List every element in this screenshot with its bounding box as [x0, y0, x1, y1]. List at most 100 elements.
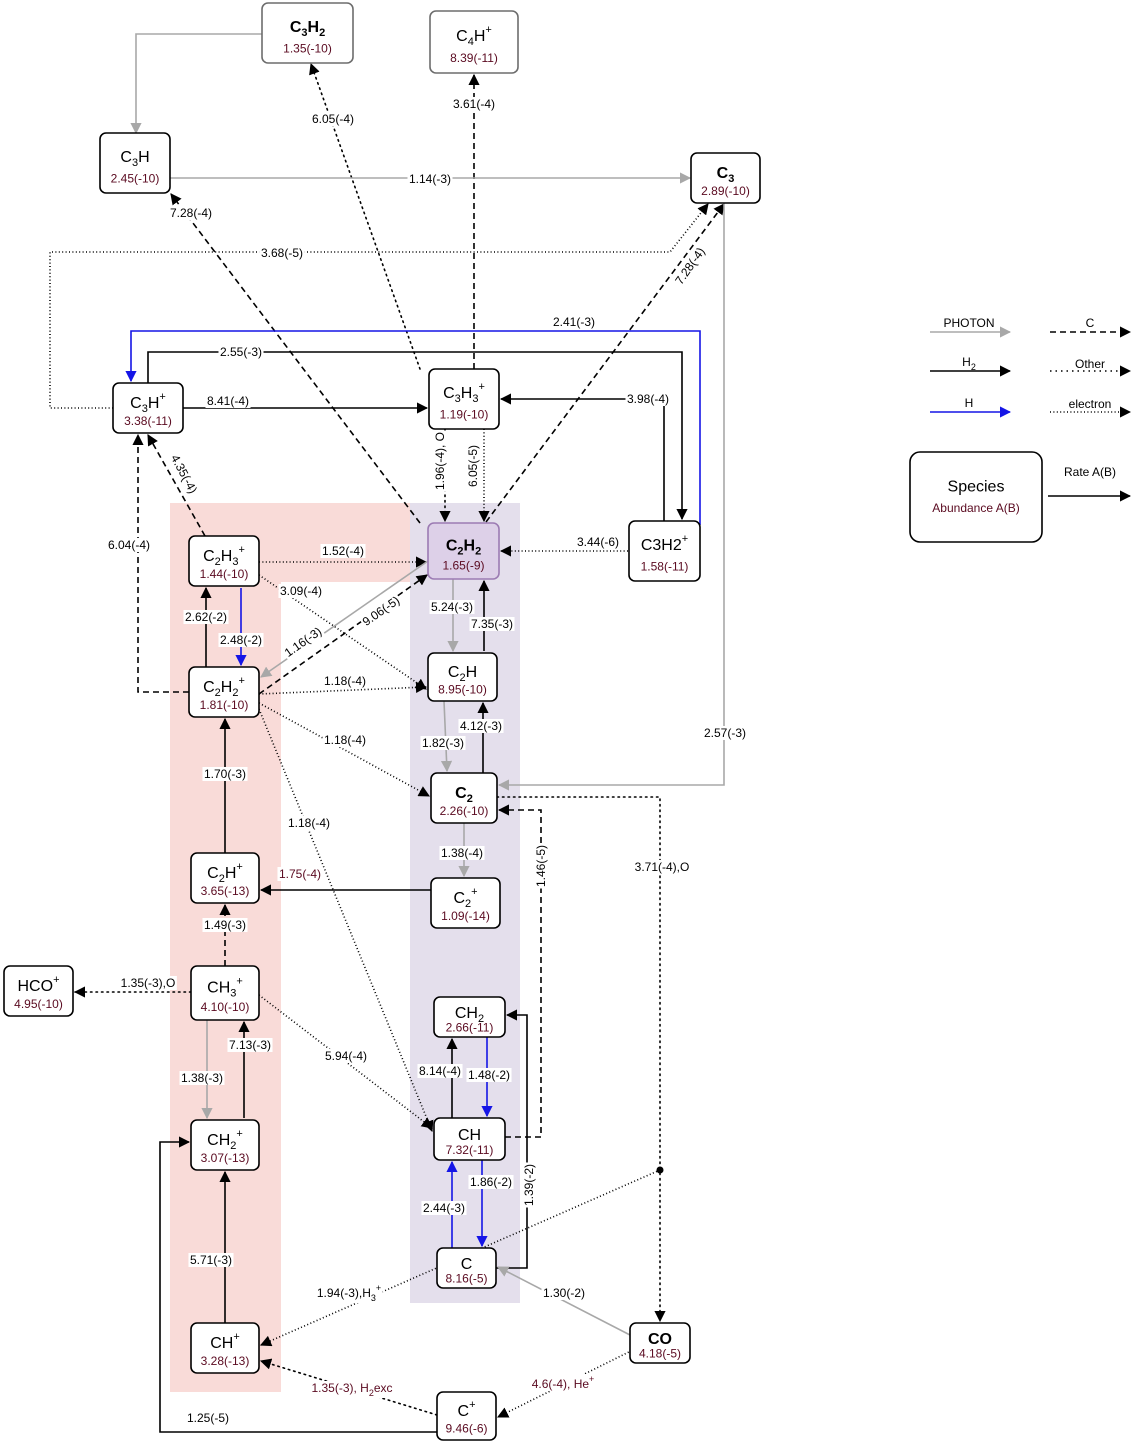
- rate-label-bg: [286, 816, 332, 830]
- rate-label: 1.38(-4): [439, 846, 485, 860]
- rate-label: 8.14(-4): [417, 1064, 463, 1078]
- species-abundance: 2.66(-11): [446, 1020, 494, 1034]
- rate-label-bg: [179, 1071, 225, 1085]
- rate-label-text: 5.24(-3): [431, 600, 473, 614]
- edge-c2h2p-to-ch: [258, 708, 434, 1133]
- species-name: C2H: [448, 664, 477, 685]
- rate-label-text: 4.6(-4), He+: [532, 1374, 595, 1391]
- legend-label-electron: electron: [1069, 397, 1112, 411]
- species-box: [190, 1119, 260, 1171]
- rate-label: 1.94(-3),H3+: [315, 1283, 383, 1303]
- rate-label-bg: [358, 592, 404, 630]
- species-box: [430, 772, 498, 824]
- rate-label-bg: [309, 1381, 395, 1398]
- rate-label: 1.75(-4): [277, 867, 323, 881]
- rate-label-bg: [468, 1175, 514, 1189]
- rate-label-text: 1.38(-3): [181, 1071, 223, 1085]
- rate-label: 1.30(-2): [541, 1286, 587, 1300]
- rate-label-text: 1.82(-3): [422, 736, 464, 750]
- species-box: [188, 535, 260, 587]
- rate-label: 1.35(-3),O: [119, 976, 177, 990]
- rate-label: 3.09(-4): [278, 584, 324, 598]
- rate-label-bg: [466, 443, 480, 489]
- rate-label-text: 1.18(-4): [324, 733, 366, 747]
- species-abundance: 1.19(-10): [440, 408, 489, 422]
- species-name: CH2: [455, 1005, 484, 1026]
- species-box: [190, 1322, 260, 1374]
- species-abundance: 8.16(-5): [445, 1271, 487, 1285]
- species-name: CH2+: [207, 1128, 243, 1152]
- rate-label: 1.35(-3), H2exc: [309, 1381, 395, 1398]
- reaction-edges: [49, 33, 725, 1433]
- rate-label-text: 7.28(-4): [672, 245, 708, 287]
- rate-label: 3.44(-6): [575, 535, 621, 549]
- rate-label-text: 4.12(-3): [460, 719, 502, 733]
- species-abundance: 1.35(-10): [283, 42, 332, 56]
- rate-label: 1.70(-3): [202, 767, 248, 781]
- species-abundance: 7.32(-11): [446, 1143, 494, 1157]
- rate-label-bg: [429, 600, 475, 614]
- rate-label-text: 1.16(-3): [282, 624, 324, 660]
- legend-label-other: Other: [1075, 357, 1105, 371]
- species-name: C2+: [453, 886, 477, 910]
- rate-label: 6.04(-4): [106, 538, 152, 552]
- species-name: C+: [458, 1399, 476, 1420]
- rate-label-text: 1.86(-2): [470, 1175, 512, 1189]
- rate-label-text: 1.70(-3): [204, 767, 246, 781]
- rate-label-text: 9.06(-5): [360, 593, 402, 629]
- edge-c3-to-c2: [497, 203, 725, 791]
- species-node-c2h3p: C2H3+1.44(-10): [188, 535, 260, 587]
- species-node-c2p: C2+1.09(-14): [430, 877, 501, 929]
- rate-label: 2.44(-3): [421, 1201, 467, 1215]
- species-box: [429, 10, 519, 74]
- species-box: [433, 996, 506, 1038]
- rate-label: 3.71(-4),O: [633, 860, 691, 874]
- rate-label-bg: [259, 246, 305, 260]
- rate-label-bg: [202, 767, 248, 781]
- species-box: [436, 1391, 497, 1441]
- species-box: [690, 152, 761, 204]
- rate-label-bg: [417, 1064, 463, 1078]
- species-abundance: 2.45(-10): [111, 172, 160, 186]
- rate-label-bg: [183, 610, 229, 624]
- rate-label-bg: [671, 243, 709, 289]
- rate-label-text: 1.94(-3),H3+: [317, 1283, 381, 1303]
- rate-label: 7.28(-4): [168, 206, 214, 220]
- edge-cp-to-ch2p: [159, 1136, 437, 1433]
- rate-label: 1.25(-5): [185, 1411, 231, 1425]
- rate-label-bg: [420, 736, 466, 750]
- rate-label-text: 1.48(-2): [468, 1068, 510, 1082]
- species-name: C3H2+: [641, 533, 688, 554]
- background-panels: [170, 503, 520, 1392]
- edge-c2h2p-to-c3hp: [132, 433, 189, 693]
- rate-label: 4.35(-4): [167, 450, 201, 498]
- rate-label-text: 3.68(-5): [261, 246, 303, 260]
- species-node-c3hp: C3H+3.38(-11): [112, 382, 184, 434]
- rate-label-bg: [167, 450, 201, 498]
- species-box: [261, 2, 354, 64]
- edge-c2h2p-to-c2h: [258, 681, 428, 695]
- rate-label-text: 6.05(-5): [466, 445, 480, 487]
- species-abundance: 1.58(-11): [641, 560, 689, 574]
- rate-label-bg: [202, 918, 248, 932]
- species-abundance: 9.46(-6): [445, 1421, 487, 1435]
- species-node-c3h2p: C3H2+ 1.58(-11): [628, 520, 701, 582]
- rate-label-bg: [280, 623, 326, 661]
- rate-label-text: 4.35(-4): [168, 452, 200, 496]
- species-node-hcop: HCO+4.95(-10): [3, 965, 74, 1017]
- rate-label-text: 8.14(-4): [419, 1064, 461, 1078]
- rate-label-bg: [310, 112, 356, 126]
- rate-label-bg: [188, 1253, 234, 1267]
- legend-label-photon: PHOTON: [943, 316, 994, 330]
- rate-label-text: 1.35(-3),O: [121, 976, 176, 990]
- rate-label-bg: [320, 544, 366, 558]
- rate-label-bg: [185, 1411, 231, 1425]
- species-box: [427, 522, 500, 580]
- rate-label: 2.62(-2): [183, 610, 229, 624]
- edge-c3h2-to-c3h: [130, 33, 262, 135]
- species-box: [433, 1117, 506, 1161]
- species-box: [427, 652, 498, 702]
- rate-label-bg: [218, 345, 264, 359]
